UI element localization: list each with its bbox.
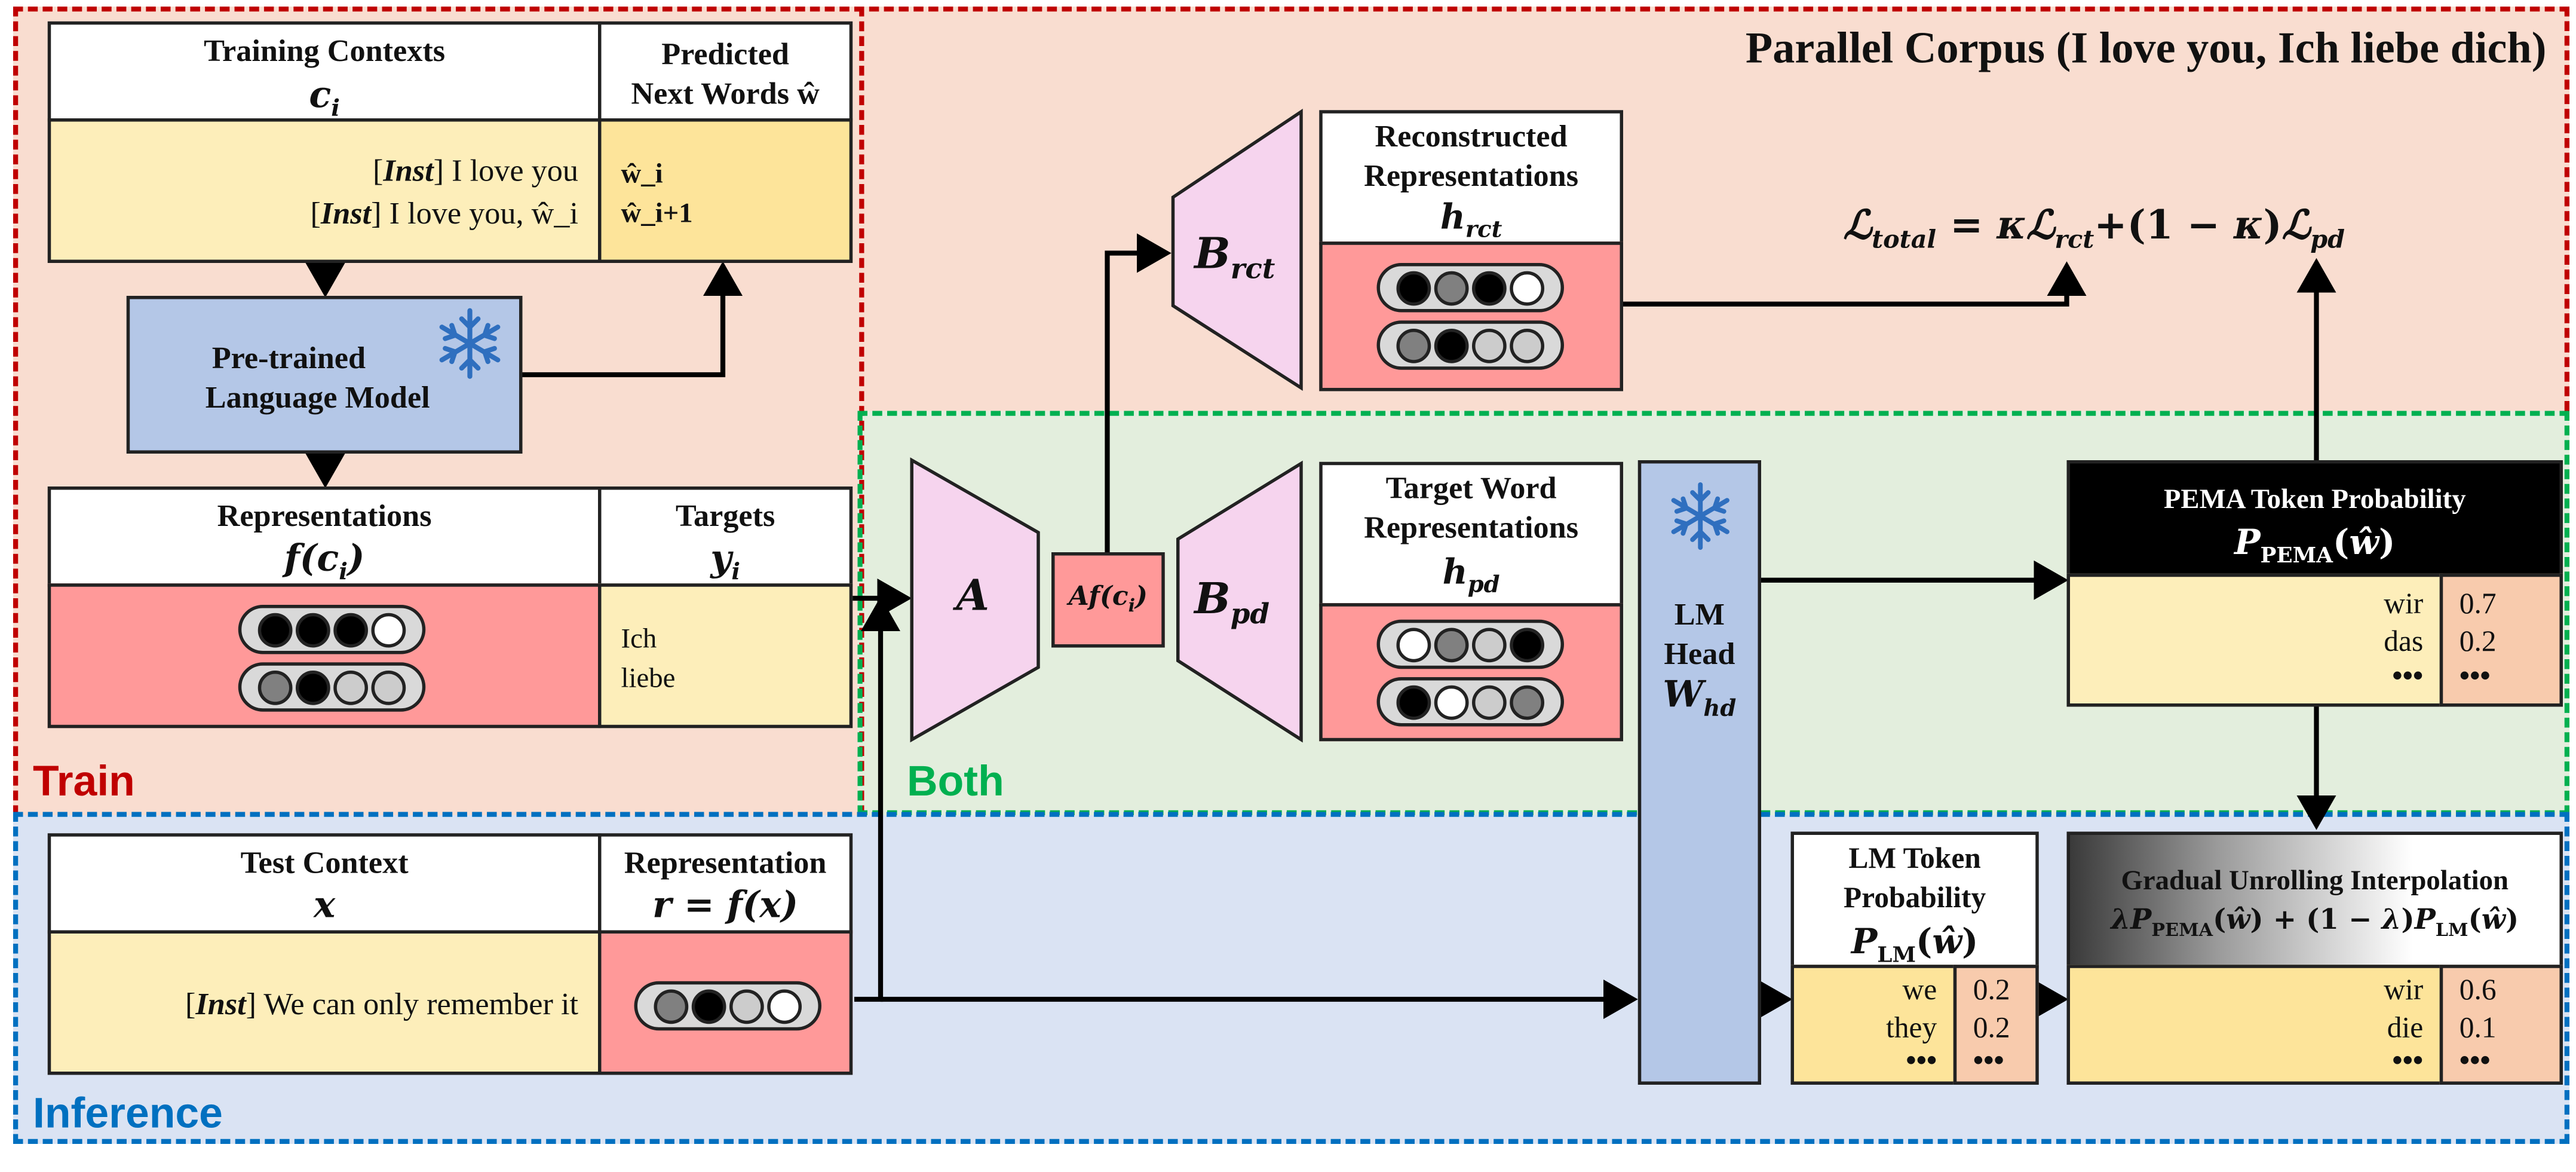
training-context-row-1: [Inst] I love you [372,154,578,189]
snowflake-icon [439,308,501,379]
vector-dot [691,989,726,1023]
pema-prob-header: PEMA Token Probability PPEMA(ŵ) [2066,460,2563,577]
adapter-b-rct-shape [1171,108,1303,391]
representations-symbol: f(ci) [284,537,365,586]
predicted-next-words-body: ŵ_i ŵ_i+1 [598,118,853,263]
training-contexts-header: Training Contexts ci [47,21,602,123]
target-word-2: liebe [621,662,676,694]
diagram-title: Parallel Corpus (I love you, Ich liebe d… [1745,23,2547,73]
interp-header: Gradual Unrolling Interpolation λPPEMA(ŵ… [2066,831,2563,968]
vector-dot [1472,328,1507,363]
vector-dot [296,669,330,705]
vector-dot [1472,627,1507,662]
target-word-body [1319,603,1623,742]
representations-body [47,583,602,729]
lm-head-box: LM Head Whd [1637,460,1761,1085]
adapter-b-rct-label: Brct [1194,230,1275,287]
rct-vector-2 [1376,320,1564,370]
pema-prob-symbol: PPEMA(ŵ) [2234,521,2396,570]
training-contexts-body: [Inst] I love you [Inst] I love you, ŵ_i [47,118,602,263]
vector-dot [257,669,293,705]
reconstructed-header: Reconstructed Representations hrct [1319,110,1623,245]
rep-vector-2 [238,662,426,712]
vector-dot [729,989,764,1023]
af-box: Af(ci) [1051,552,1165,648]
lm-probs-cell: 0.2 0.2 ••• [1953,965,2039,1085]
inference-region-border [13,812,2569,1144]
pema-words-cell: wir das ••• [2066,573,2443,707]
reconstructed-symbol: hrct [1440,195,1502,244]
vector-dot [1472,684,1507,720]
vector-dot [767,989,802,1023]
interp-probs-cell: 0.6 0.1 ••• [2439,965,2563,1085]
lm-words-cell: we they ••• [1790,965,1957,1085]
test-representation-header: Representation r = f(x) [598,833,853,934]
vector-dot [333,612,368,647]
rep-vector-1 [238,605,426,654]
vector-dot [1396,627,1431,662]
snowflake-icon [1671,482,1729,550]
next-word-2: ŵ_i+1 [621,197,693,229]
test-context-header: Test Context x [47,833,602,934]
interp-words-cell: wir die ••• [2066,965,2443,1085]
rct-vector-1 [1376,263,1564,313]
predicted-next-words-header: Predicted Next Words ŵ [598,21,853,122]
targets-header: Targets yi [598,486,853,587]
training-context-row-2: [Inst] I love you, ŵ_i [310,197,578,232]
test-context-body: [Inst] We can only remember it [47,930,602,1075]
inference-label: Inference [33,1088,223,1138]
vector-dot [1396,328,1431,363]
total-loss-formula: ℒtotal = κℒrct+(1 − κ)ℒpd [1843,200,2345,255]
lm-prob-symbol: PLM(ŵ) [1851,920,1979,969]
training-contexts-symbol: ci [309,74,340,123]
interp-formula: λPPEMA(ŵ) + (1 − λ)PLM(ŵ) [2111,904,2519,941]
targets-symbol: yi [710,537,741,586]
vector-dot [371,669,406,705]
adapter-b-pd-shape [1176,460,1303,743]
target-word-1: Ich [621,623,657,654]
vector-dot [1472,270,1507,305]
next-word-1: ŵ_i [621,158,663,189]
test-context-text: [Inst] We can only remember it [185,987,578,1023]
pd-vector-1 [1376,619,1564,669]
target-word-symbol: hpd [1442,550,1500,599]
pd-vector-2 [1376,677,1564,727]
vector-dot [654,989,689,1023]
test-vector [634,981,821,1031]
train-label: Train [33,756,135,806]
targets-body: Ich liebe [598,583,853,729]
pretrained-lm-box: Pre-trained Language Model [126,296,523,454]
vector-dot [1396,684,1431,720]
both-label: Both [907,756,1004,806]
train-region-top-border [854,7,2569,411]
vector-dot [1434,328,1469,363]
adapter-b-pd-label: Bpd [1194,575,1270,632]
vector-dot [1434,684,1469,720]
adapter-a-shape [910,457,1040,743]
vector-dot [1434,270,1469,305]
target-word-header: Target Word Representations hpd [1319,461,1623,607]
pema-probs-cell: 0.7 0.2 ••• [2439,573,2563,707]
vector-dot [1510,684,1544,720]
vector-dot [257,612,293,647]
lm-head-symbol: Whd [1663,674,1737,723]
vector-dot [1510,627,1544,662]
representations-header: Representations f(ci) [47,486,602,587]
lm-prob-header: LM Token Probability PLM(ŵ) [1790,831,2039,969]
vector-dot [1510,328,1544,363]
test-representation-body [598,930,853,1075]
adapter-a-label: A [956,572,990,622]
vector-dot [1434,627,1469,662]
vector-dot [333,669,368,705]
vector-dot [1510,270,1544,305]
vector-dot [296,612,330,647]
vector-dot [371,612,406,647]
vector-dot [1396,270,1431,305]
reconstructed-body [1319,241,1623,391]
